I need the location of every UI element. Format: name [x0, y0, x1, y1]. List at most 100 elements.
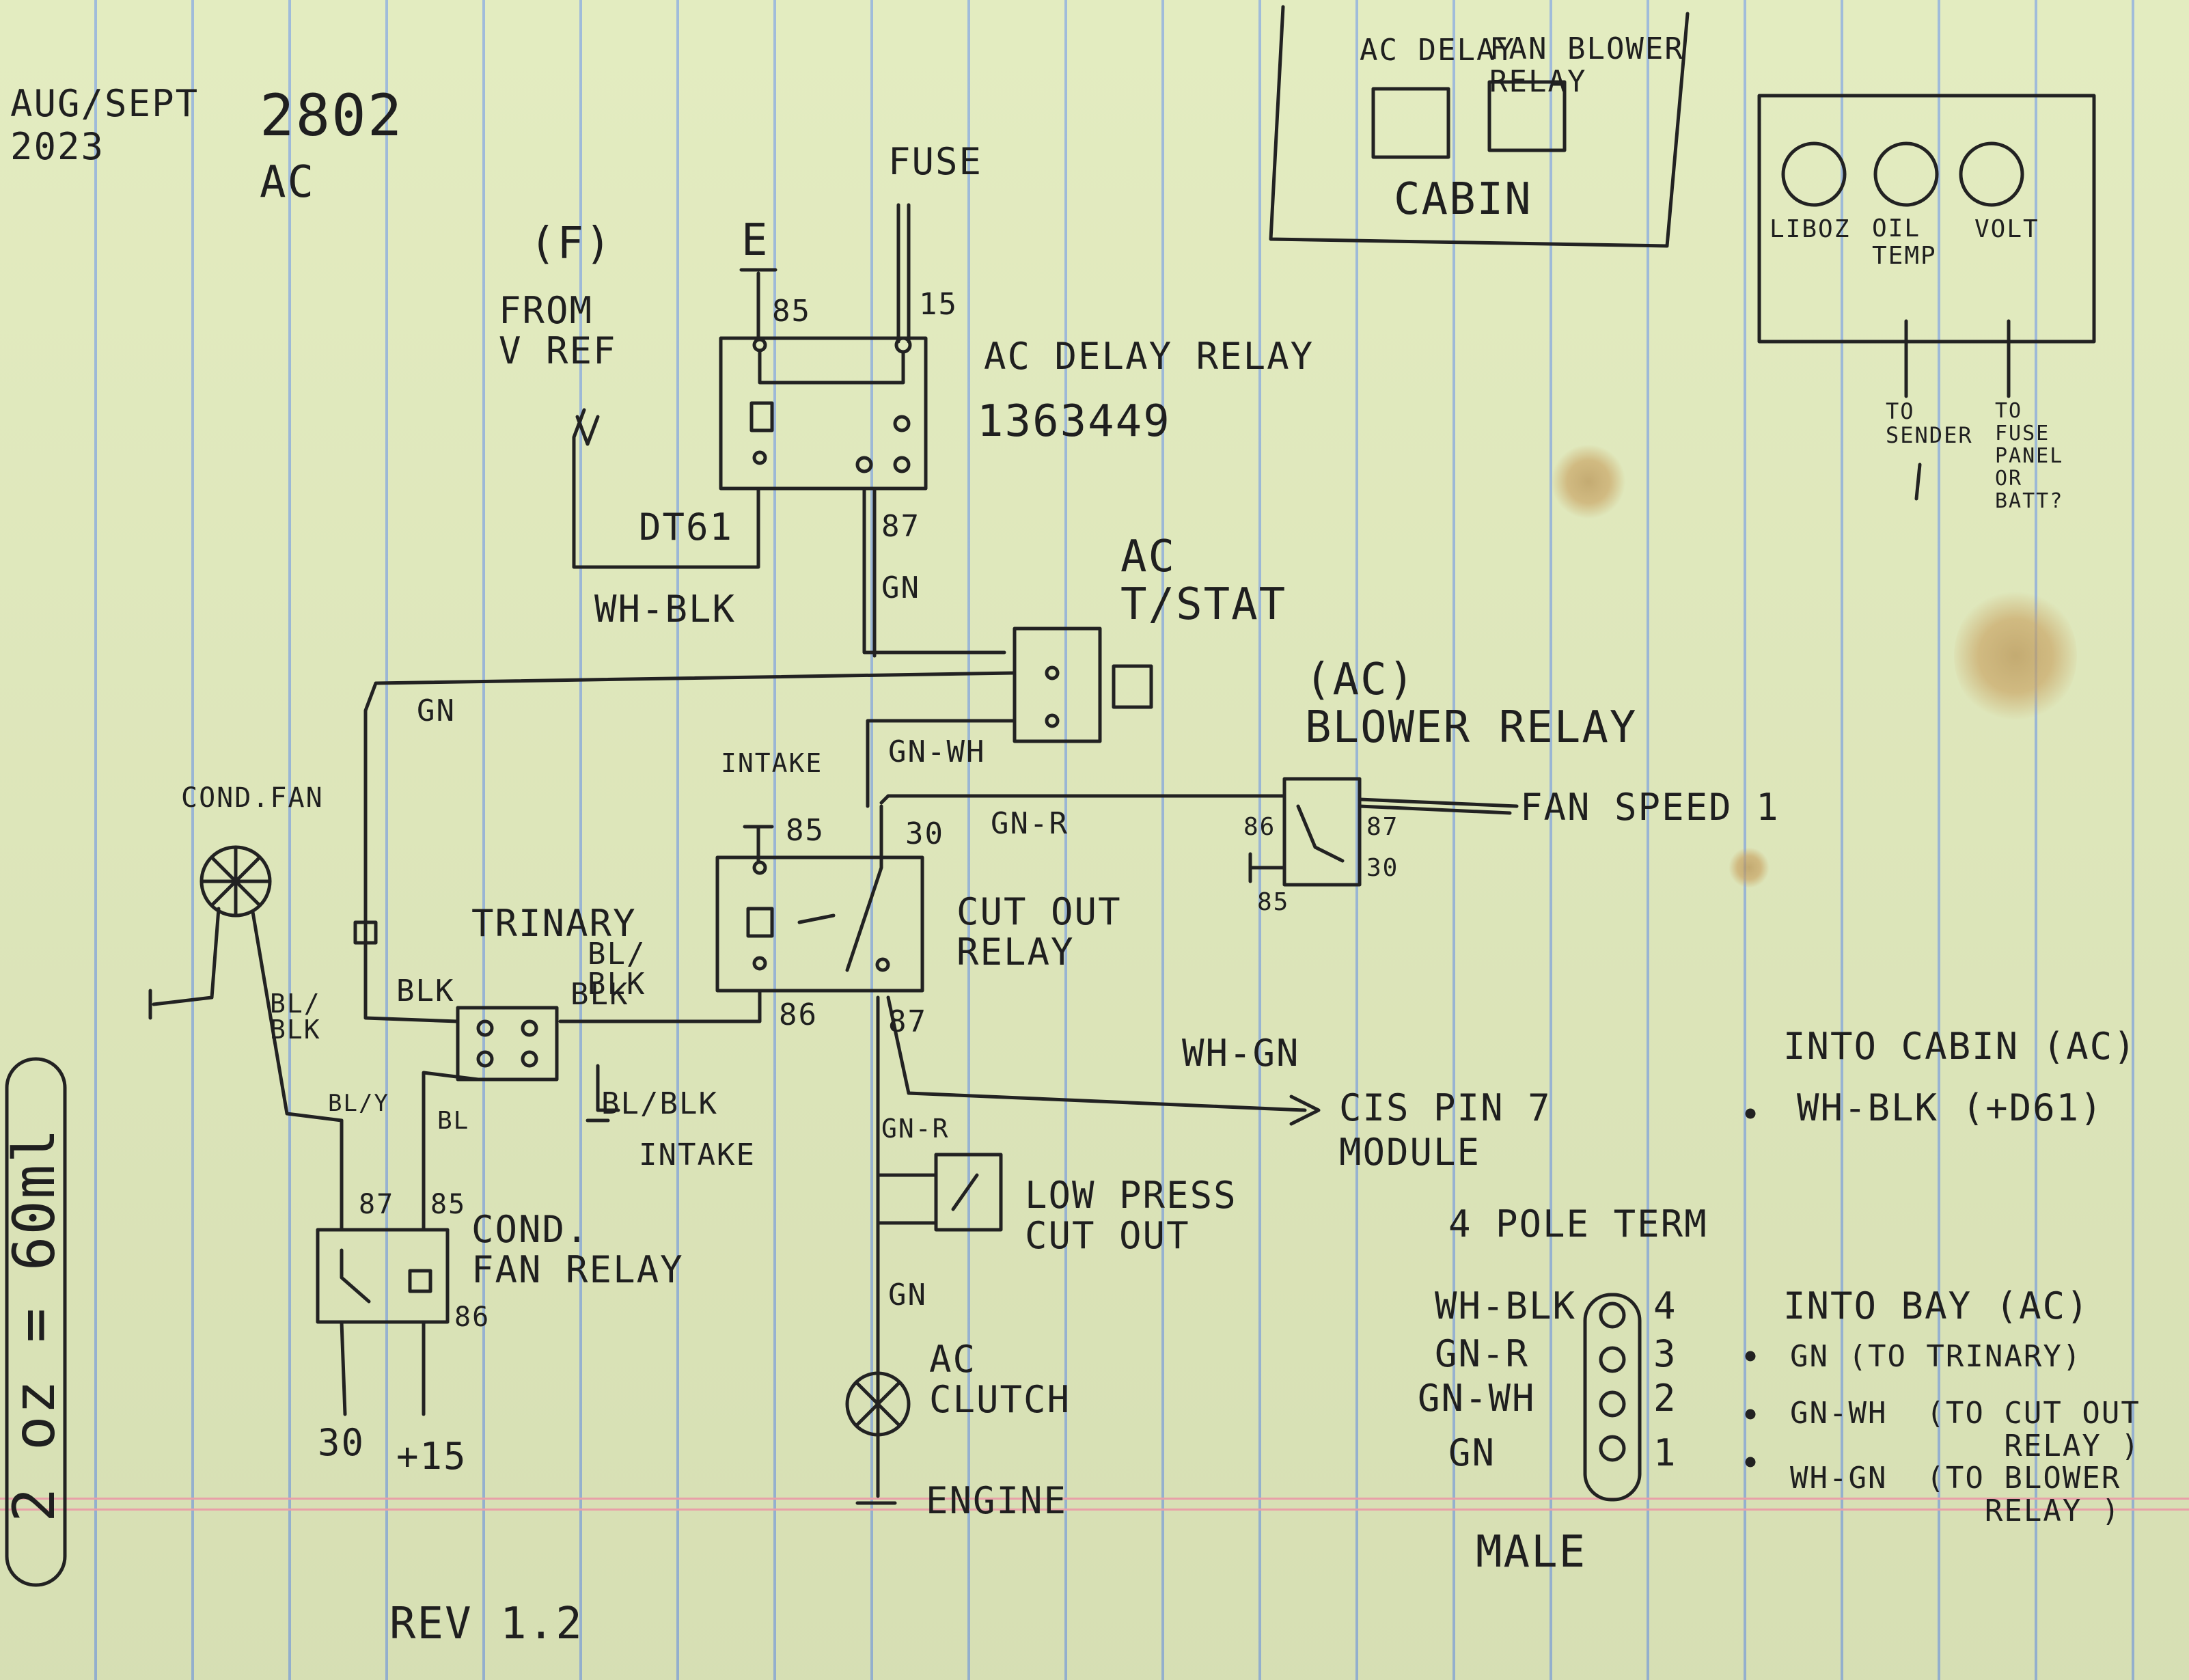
margin-oval — [5, 1057, 67, 1587]
gauge-volt — [1959, 141, 2024, 207]
trinary-box — [456, 1006, 559, 1082]
from-vref-label: FROM V REF — [499, 289, 617, 373]
connector-pin: 4 — [1653, 1284, 1677, 1327]
ac-delay-socket — [1371, 87, 1450, 159]
trinary-label: TRINARY — [471, 902, 637, 945]
stain — [1954, 588, 2077, 724]
gn-label: GN — [417, 693, 456, 728]
blower-relay-socket — [1487, 80, 1567, 152]
into-cabin-item: WH-BLK (+D61) — [1797, 1086, 2104, 1129]
gn-r-label: GN-R — [991, 806, 1069, 841]
wire-bl-blk — [558, 989, 762, 1023]
pin-15: 15 — [919, 287, 958, 322]
pin-85: 85 — [430, 1189, 467, 1220]
cabin-blower-relay-label: FAN BLOWER RELAY — [1489, 31, 1684, 100]
revision-label: REV 1.2 — [389, 1599, 583, 1649]
to-sender-label: TO SENDER — [1886, 398, 1973, 449]
wire-wh-blk — [572, 408, 760, 569]
margin-note: 2 oz = 60ml — [1, 1127, 68, 1523]
date-note: AUG/SEPT 2023 — [10, 82, 199, 168]
into-bay-item: GN (TO TRINARY) — [1790, 1339, 2082, 1374]
connector-wire: GN-WH — [1418, 1377, 1536, 1420]
blower-relay-label: (AC) BLOWER RELAY — [1305, 655, 1638, 754]
low-press-label: LOW PRESS CUT OUT — [1025, 1174, 1237, 1258]
gauge-label: LIBOZ — [1770, 215, 1851, 243]
pin-87: 87 — [888, 1004, 927, 1039]
ac-clutch-symbol — [845, 1371, 911, 1437]
fuse-label: FUSE — [888, 140, 983, 183]
stain — [1729, 847, 1770, 888]
low-press-box — [934, 1153, 1003, 1232]
connector-pin: 1 — [1653, 1431, 1677, 1474]
stain — [1551, 444, 1626, 519]
cond-fan-relay-box — [316, 1228, 450, 1324]
gn-label: GN — [888, 1278, 927, 1312]
cutout-relay-label: CUT OUT RELAY — [956, 890, 1122, 974]
gn-r-label: GN-R — [881, 1114, 950, 1144]
bl-blk-label: BL/BLK — [601, 1086, 718, 1121]
wire-gn-long — [363, 671, 1017, 1023]
pin-86: 86 — [454, 1302, 491, 1333]
pin-86: 86 — [779, 997, 818, 1032]
pin-87: 87 — [359, 1189, 395, 1220]
pin-85: 85 — [772, 294, 811, 329]
pin-87: 87 — [1366, 813, 1399, 841]
wire-gn-r — [879, 794, 1286, 805]
wire-bl-blk-fan — [251, 910, 344, 1123]
blk-label: BLK — [396, 974, 455, 1008]
margin-line — [0, 1498, 2189, 1500]
bl-y-label: BL/Y — [328, 1090, 389, 1117]
pin-85: 85 — [786, 813, 825, 848]
wire-gn — [862, 486, 1006, 655]
thermostat-label: AC T/STAT — [1120, 532, 1287, 631]
system-label: AC — [260, 157, 316, 208]
cabin-box — [1269, 5, 1690, 248]
ground-mark: E — [741, 215, 769, 266]
gn-wh-label: GN-WH — [888, 734, 986, 769]
into-bay-item: GN-WH (TO CUT OUT RELAY ) — [1790, 1396, 2140, 1464]
pin-30: 30 — [1366, 854, 1399, 882]
into-bay-title: INTO BAY (AC) — [1783, 1284, 2090, 1327]
thermostat-box — [1013, 626, 1102, 743]
to-fuse-panel-label: TO FUSE PANEL OR BATT? — [1995, 399, 2064, 513]
connector-wire: GN — [1448, 1431, 1496, 1474]
connector-wire: WH-BLK — [1435, 1284, 1577, 1327]
wh-gn-label: WH-GN — [1182, 1032, 1300, 1075]
gauge-box — [1757, 94, 2096, 344]
bl-blk-label: BL/ BLK — [270, 989, 321, 1045]
dt61-label: DT61 — [639, 506, 734, 549]
male-label: MALE — [1476, 1527, 1587, 1578]
plus15-label: +15 — [396, 1435, 467, 1478]
connector-title: 4 POLE TERM — [1448, 1202, 1708, 1245]
connector-pin: 2 — [1653, 1377, 1677, 1420]
cabin-ac-delay-label: AC DELAY — [1360, 33, 1515, 68]
blower-relay-box — [1282, 777, 1362, 887]
ac-clutch-label: AC CLUTCH — [929, 1338, 1071, 1422]
model-number: 2802 — [260, 82, 404, 149]
wire-gn-wh — [866, 719, 1017, 808]
cis-module-label: CIS PIN 7 MODULE — [1339, 1086, 1552, 1174]
connector-pin: 3 — [1653, 1332, 1677, 1375]
into-bay-item: WH-GN (TO BLOWER RELAY ) — [1790, 1461, 2121, 1529]
cond-fan-label: COND.FAN — [181, 782, 324, 814]
part-number: 1363449 — [977, 396, 1171, 447]
pin-86: 86 — [1243, 813, 1276, 841]
pin-85: 85 — [1257, 888, 1290, 916]
from-f-label: (F) — [529, 219, 613, 269]
intake-label: INTAKE — [721, 748, 823, 778]
pin-87: 87 — [881, 509, 920, 544]
wh-blk-label: WH-BLK — [594, 588, 736, 631]
cabin-label: CABIN — [1394, 174, 1532, 225]
gauge-oil-temp — [1873, 141, 1939, 207]
cond-fan-relay-label: COND. FAN RELAY — [471, 1208, 684, 1292]
gauge-label: OIL TEMP — [1872, 215, 1937, 270]
bl-label: BL — [437, 1107, 470, 1135]
connector-wire: GN-R — [1435, 1332, 1530, 1375]
margin-line — [0, 1509, 2189, 1511]
pin-30: 30 — [318, 1421, 366, 1464]
blk-label: BLK — [570, 977, 629, 1012]
gauge-liboz — [1781, 141, 1847, 207]
cutout-relay-box — [715, 855, 924, 993]
